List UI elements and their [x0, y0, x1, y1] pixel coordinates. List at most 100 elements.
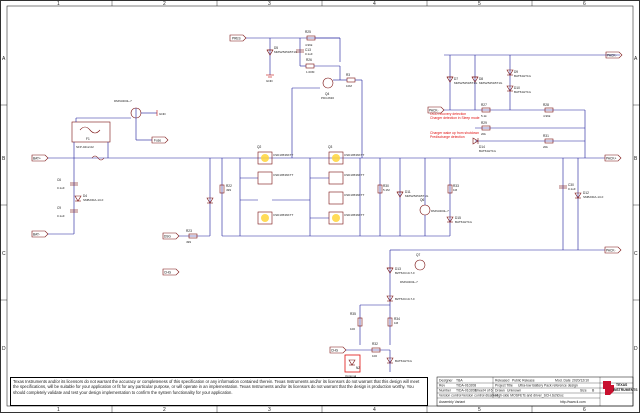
val-c6: 0.1uF	[57, 186, 65, 190]
net-label-pack-minus: PACK-	[606, 249, 616, 253]
transistor-q6	[419, 204, 431, 216]
net-port-pres	[229, 34, 247, 42]
zone-col-1: 1	[57, 1, 60, 7]
val-r33: 1M	[453, 188, 458, 192]
val-r28: 4.99k	[543, 114, 551, 118]
diode-dsg	[206, 197, 214, 204]
zone-row-c: C	[2, 251, 6, 257]
title-block: Designer TBA Released Public Release Mod…	[436, 376, 638, 407]
zone-col-4: 4	[373, 1, 376, 7]
part-d11: MMSZ5251BT1G	[405, 194, 429, 198]
part-lower-diode: BAT54HT1G	[395, 359, 413, 363]
zone-col-5-bottom: 5	[478, 407, 481, 413]
ref-r27: R27	[481, 103, 487, 107]
disclaimer-container: Texas Instruments and/or its licensors d…	[10, 377, 428, 406]
tb-size: B	[592, 389, 595, 393]
ti-logo: TEXAS INSTRUMENTS	[603, 381, 638, 395]
val-r29: 20k	[481, 132, 486, 136]
tb-contact: http://www.ti.com	[560, 400, 586, 404]
fuse-inline-icon	[91, 155, 105, 161]
gate-drivers: DSG R23 499 R22 499 CSD19536KTT CSD19536…	[162, 145, 380, 276]
part-q2b: CSD19536KTT	[273, 173, 294, 177]
ref-f1: F1	[86, 137, 90, 141]
ref-d7: D7	[454, 77, 458, 81]
part-q3b: CSD19536KTT	[344, 173, 365, 177]
zone-col-1-bottom: 1	[57, 407, 60, 413]
zone-row-a: A	[2, 56, 6, 62]
ref-r3: R3	[346, 73, 350, 77]
part-q-fuse: DMN3404L-7	[114, 99, 132, 103]
resistor-r22	[219, 184, 225, 194]
ref-q2: Q2	[257, 145, 261, 149]
part-d12: SMBJ30A-13-F	[583, 195, 604, 199]
zone-row-d-right: D	[634, 346, 638, 352]
part-f1: SFP-0412-02	[76, 145, 94, 149]
drawing-border	[6, 5, 634, 407]
ref-r30: R30	[383, 184, 389, 188]
resistor-r3	[346, 77, 356, 83]
val-c9: 0.1uF	[57, 214, 65, 218]
tb-assembly-label: Assembly Variant	[439, 400, 465, 404]
zone-col-3-bottom: 3	[268, 407, 271, 413]
zener-nz	[348, 359, 356, 366]
resistor-r26	[305, 63, 315, 69]
zone-col-6: 6	[583, 1, 586, 7]
diode-d14	[472, 137, 479, 145]
ref-d9: D9	[514, 70, 518, 74]
tvs-d12	[574, 192, 582, 199]
part-d8: MMSZ5251BT1G	[479, 81, 503, 85]
resistor-r32	[371, 347, 381, 353]
ref-r32: R32	[372, 342, 378, 346]
val-r35: 100	[350, 327, 355, 331]
part-q2a: CSD19536KTT	[273, 153, 294, 157]
val-c13: 0.1uF	[305, 52, 313, 56]
net-label-chg: CHG	[164, 271, 172, 275]
val-r34: 1M	[394, 321, 399, 325]
val-r30: 5.1M	[383, 188, 390, 192]
mosfet-q2a	[257, 151, 273, 165]
zone-col-6-bottom: 6	[583, 407, 586, 413]
part-q2c: CSD19536KTT	[273, 213, 294, 217]
part-d13: BZT52C10-7-F	[395, 271, 415, 275]
annotation-chg-1: Charger wake up from shutdown	[430, 131, 479, 135]
tb-sheet-label: Sheet	[475, 389, 484, 393]
zone-col-3: 3	[268, 1, 271, 7]
net-port-pack-minus-top	[427, 106, 445, 114]
highlight-q2a	[261, 154, 269, 162]
ref-d8: D8	[479, 77, 483, 81]
resistor-r33	[447, 184, 453, 194]
part-q3a: CSD19536KTT	[344, 153, 365, 157]
tvs-d4	[74, 195, 82, 202]
zone-col-2: 2	[163, 1, 166, 7]
net-label-bat-plus: BAT+	[33, 157, 41, 161]
net-port-chg	[162, 268, 180, 276]
resistor-r29	[481, 125, 491, 131]
ti-logo-text-2: INSTRUMENTS	[613, 388, 638, 392]
ref-r34: R34	[394, 317, 400, 321]
part-d4: SMBJ30A-13-F	[83, 198, 104, 202]
fuse-element-icon	[79, 126, 101, 134]
mosfet-q3b	[328, 171, 344, 185]
tb-project: Ultra-low Battery Pack reference design	[518, 384, 578, 388]
val-r31: 20k	[543, 145, 548, 149]
net-port-dsg	[162, 232, 180, 240]
net-port-fuse	[151, 136, 169, 144]
transistor-q4	[322, 77, 334, 89]
ref-d15: D15	[455, 216, 461, 220]
mosfet-bank-right: CSD19536KTT CSD19536KTT CSD19536KTT CSD1…	[310, 145, 365, 225]
main-bus: BAT+ PACK+ BAT- C6 0.1uF D4 SMBJ30A-13-F…	[31, 142, 622, 238]
ref-r26: R26	[306, 58, 312, 62]
detection-circuit: R30 5.1M D11 MMSZ5251BT1G Q6 DMN3404L-7 …	[350, 158, 473, 345]
ti-logo-mark	[603, 381, 614, 395]
ref-d13: D13	[395, 267, 401, 271]
diode-d10	[506, 85, 514, 92]
net-label-pack-minus-a: PACK-	[607, 54, 617, 58]
mosfet-q2c	[257, 211, 273, 225]
net-label-dsg: DSG	[164, 235, 171, 239]
part-d9: BAT54HT1G	[514, 74, 532, 78]
ref-r31: R31	[543, 134, 549, 138]
net-label-pack-minus-top: PACK-	[429, 109, 439, 113]
